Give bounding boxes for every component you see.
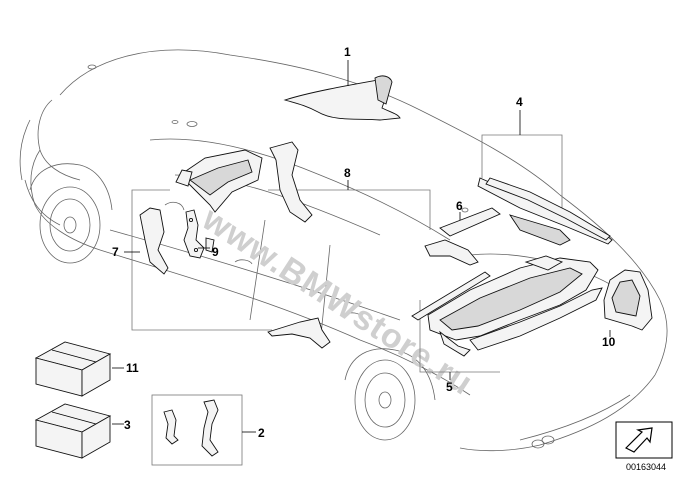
- part-pillar-trim: [269, 141, 313, 223]
- callout-7: 7: [112, 245, 119, 259]
- callout-6: 6: [456, 199, 463, 213]
- callout-9: 9: [212, 245, 219, 259]
- part-11-box: [34, 341, 112, 397]
- callout-5: 5: [446, 380, 453, 394]
- leader-lines: [112, 60, 611, 433]
- part-4-rails: [477, 177, 613, 246]
- reference-number: 00163044: [626, 462, 666, 472]
- part-9-bracket: [183, 209, 215, 259]
- part-8-strip: [411, 239, 491, 321]
- callout-11: 11: [126, 361, 139, 375]
- group-frames: [131, 134, 563, 466]
- part-1-trim: [283, 75, 401, 121]
- callout-4: 4: [516, 95, 523, 109]
- callout-2: 2: [258, 426, 265, 440]
- part-shelf-frame: [175, 149, 263, 213]
- part-3-box: [34, 403, 112, 459]
- part-7-panel: [139, 207, 169, 275]
- part-10-panel: [603, 269, 653, 331]
- callout-8: 8: [344, 166, 351, 180]
- callout-10: 10: [602, 335, 616, 349]
- callout-3: 3: [124, 418, 131, 432]
- callout-1: 1: [344, 45, 351, 59]
- part-2-brackets: [163, 399, 219, 457]
- part-6-plate: [439, 207, 501, 237]
- part-8-sill: [267, 317, 331, 349]
- part-5-shelf: [427, 255, 603, 357]
- arrow-icon[interactable]: [615, 421, 673, 459]
